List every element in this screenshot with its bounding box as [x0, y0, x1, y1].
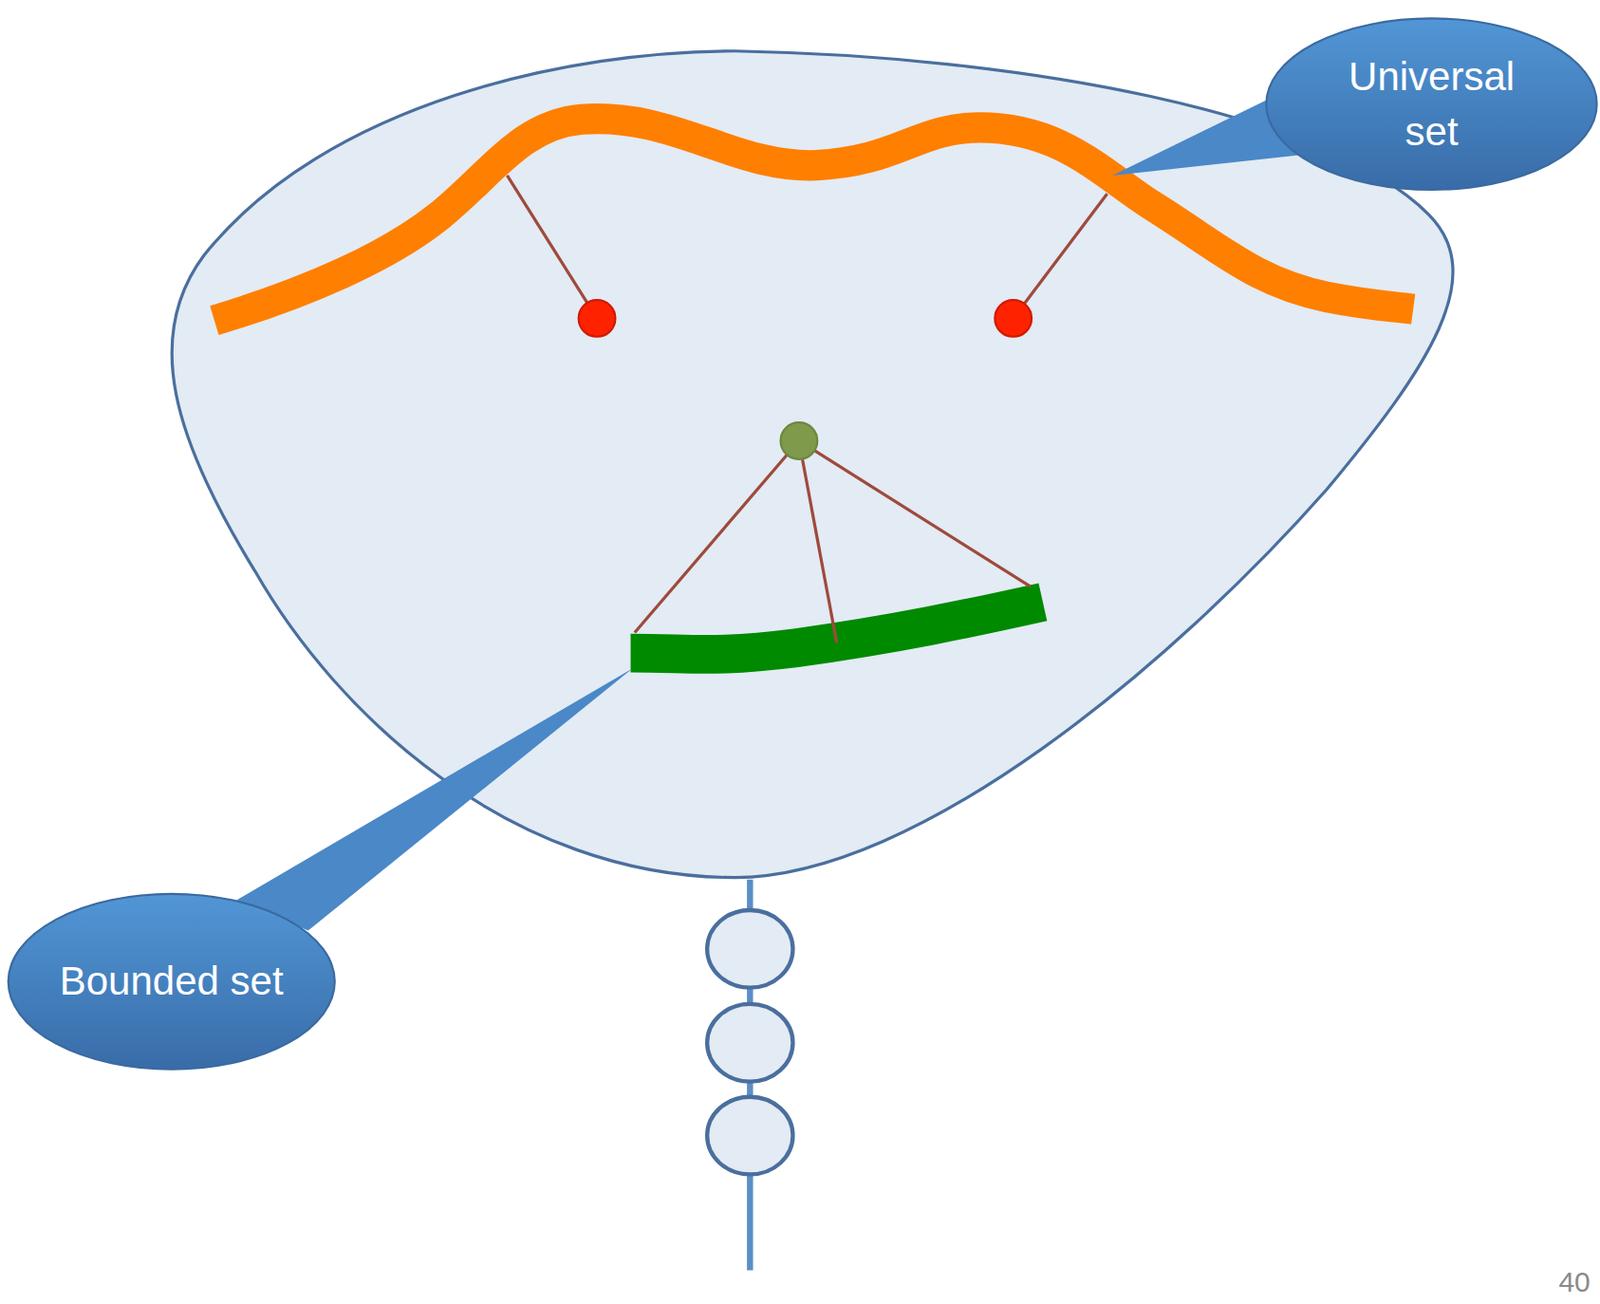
- callout-bubble: Bounded set: [57, 953, 286, 1009]
- callout-bubble: [8, 893, 335, 1070]
- leader-line: [799, 440, 838, 643]
- bounded-band: [631, 601, 1043, 654]
- chain-link: [706, 910, 793, 988]
- callout-tail: [237, 668, 633, 931]
- page-number: 40: [1558, 1265, 1590, 1299]
- leader-line: [506, 175, 597, 319]
- callout-text: Universal set: [1318, 49, 1546, 160]
- callout-text: Bounded set: [59, 953, 284, 1009]
- leader-line: [799, 440, 1031, 587]
- leader-line: [1013, 193, 1108, 318]
- chain-link: [706, 1097, 793, 1175]
- chain-link: [706, 1004, 793, 1082]
- callout-bubble: Universal set: [1318, 49, 1546, 160]
- point: [578, 299, 616, 337]
- callout-bubble: [1265, 18, 1597, 190]
- point: [781, 422, 819, 460]
- space-outline: [171, 51, 1453, 878]
- point: [994, 299, 1032, 337]
- leader-line: [634, 440, 800, 633]
